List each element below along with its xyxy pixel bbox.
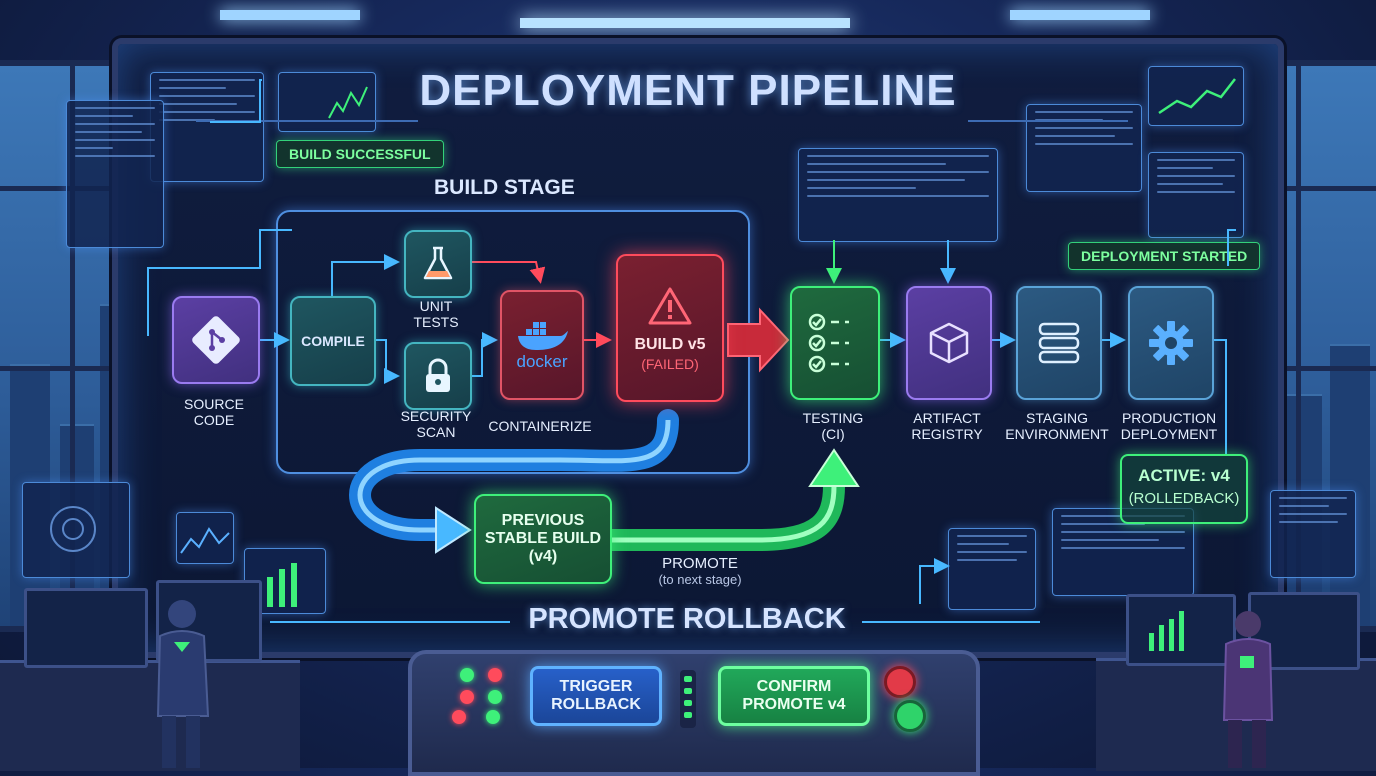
staging-node[interactable] [1016, 286, 1102, 400]
source-code-label: SOURCE CODE [184, 396, 244, 428]
ceiling-light [220, 10, 360, 20]
code-panel [1270, 490, 1356, 578]
trigger-rollback-button[interactable]: TRIGGER ROLLBACK [530, 666, 662, 726]
security-scan-label: SECURITY SCAN [400, 408, 472, 440]
promote-path [595, 475, 845, 551]
unit-tests-label: UNIT TESTS [413, 298, 459, 330]
promote-rollback-title: PROMOTE ROLLBACK [528, 603, 846, 635]
warning-icon [648, 287, 692, 325]
security-scan-node[interactable] [404, 342, 472, 410]
artifact-registry-label: ARTIFACT REGISTRY [911, 410, 983, 442]
docker-icon [518, 322, 568, 350]
cube-icon [929, 322, 969, 364]
compile-node[interactable]: COMPILE [290, 296, 376, 386]
production-node[interactable] [1128, 286, 1214, 400]
city-tower [1330, 344, 1370, 626]
title-divider [196, 120, 418, 122]
previous-stable-build-node[interactable]: PREVIOUS STABLE BUILD (v4) [474, 494, 612, 584]
production-label: PRODUCTION DEPLOYMENT [1120, 410, 1218, 442]
status-led [460, 668, 474, 682]
containerize-node[interactable]: docker [500, 290, 584, 400]
failed-build-title: BUILD v5 [634, 336, 706, 353]
code-panel [150, 72, 264, 182]
staging-label: STAGING ENVIRONMENT [1005, 410, 1109, 442]
ceiling-light [520, 18, 850, 28]
chart-panel [1148, 66, 1244, 126]
radar-panel [22, 482, 130, 578]
failed-build-status: (FAILED) [641, 356, 699, 372]
status-led [488, 690, 502, 704]
page-title: DEPLOYMENT PIPELINE [419, 66, 957, 115]
source-code-node[interactable] [172, 296, 260, 384]
promote-arrowhead [808, 448, 860, 487]
left-monitor [24, 588, 148, 668]
artifact-registry-node[interactable] [906, 286, 992, 400]
flask-icon [423, 246, 453, 280]
code-panel [948, 528, 1036, 610]
chart-panel [176, 512, 234, 564]
right-monitor [1126, 594, 1236, 666]
red-push-button[interactable] [884, 666, 916, 698]
ceiling-light [1010, 10, 1150, 20]
rollback-arrowhead [435, 506, 472, 554]
code-panel [798, 148, 998, 242]
rollback-path-core [357, 419, 671, 533]
testing-node[interactable] [790, 286, 880, 400]
chart-panel [278, 72, 376, 132]
led-strip [680, 670, 696, 728]
code-panel [66, 100, 164, 248]
lock-icon [426, 358, 450, 392]
unit-tests-node[interactable] [404, 230, 472, 298]
title-divider [968, 120, 1128, 122]
gear-icon [1149, 321, 1193, 365]
build-successful-badge: BUILD SUCCESSFUL [276, 140, 444, 168]
status-led [488, 668, 502, 682]
green-push-button[interactable] [894, 700, 926, 732]
right-operator [1222, 611, 1274, 768]
failure-arrow [727, 307, 790, 373]
promote-sublabel: (to next stage) [658, 572, 742, 587]
status-led [460, 690, 474, 704]
code-panel [1148, 152, 1244, 238]
git-icon [192, 316, 240, 364]
left-desk [0, 660, 300, 771]
status-led [486, 710, 500, 724]
confirm-promote-button[interactable]: CONFIRM PROMOTE v4 [718, 666, 870, 726]
left-operator [156, 600, 210, 768]
promote-label: PROMOTE [662, 555, 738, 572]
containerize-label: CONTAINERIZE [488, 418, 592, 434]
status-led [452, 710, 466, 724]
checklist-icon [808, 313, 849, 373]
testing-label: TESTING (CI) [802, 410, 864, 442]
build-stage-label: BUILD STAGE [434, 176, 575, 199]
promote-path-core [606, 485, 837, 543]
active-version-status: ACTIVE: v4 (ROLLEDBACK) [1120, 454, 1248, 524]
docker-logo-text: docker [516, 352, 568, 371]
server-icon [1038, 322, 1080, 364]
failed-build-node[interactable]: BUILD v5 (FAILED) [616, 254, 724, 402]
